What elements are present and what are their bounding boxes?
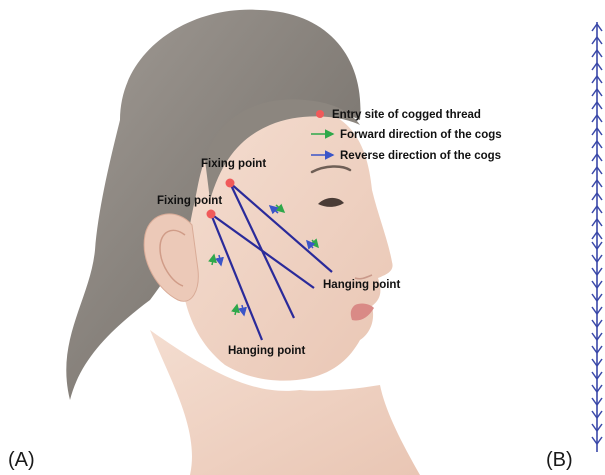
legend-entry-site-label: Entry site of cogged thread: [332, 109, 481, 121]
hanging-point-right-label: Hanging point: [323, 279, 400, 291]
hanging-point-bottom-label: Hanging point: [228, 345, 305, 357]
legend-reverse-label: Reverse direction of the cogs: [340, 150, 501, 162]
legend-forward-label: Forward direction of the cogs: [340, 129, 502, 141]
panel-a-label: (A): [8, 449, 35, 471]
legend: Entry site of cogged thread Forward dire…: [311, 109, 502, 162]
fixing-point-lower-label: Fixing point: [157, 195, 222, 207]
entry-site-dot: [207, 210, 216, 219]
legend-entry-dot-icon: [316, 110, 324, 118]
cogged-thread-panel-b: [592, 22, 602, 452]
panel-b-label: (B): [546, 449, 573, 471]
head-illustration: [66, 10, 420, 475]
entry-site-dot: [226, 179, 235, 188]
fixing-point-upper-label: Fixing point: [201, 158, 266, 170]
